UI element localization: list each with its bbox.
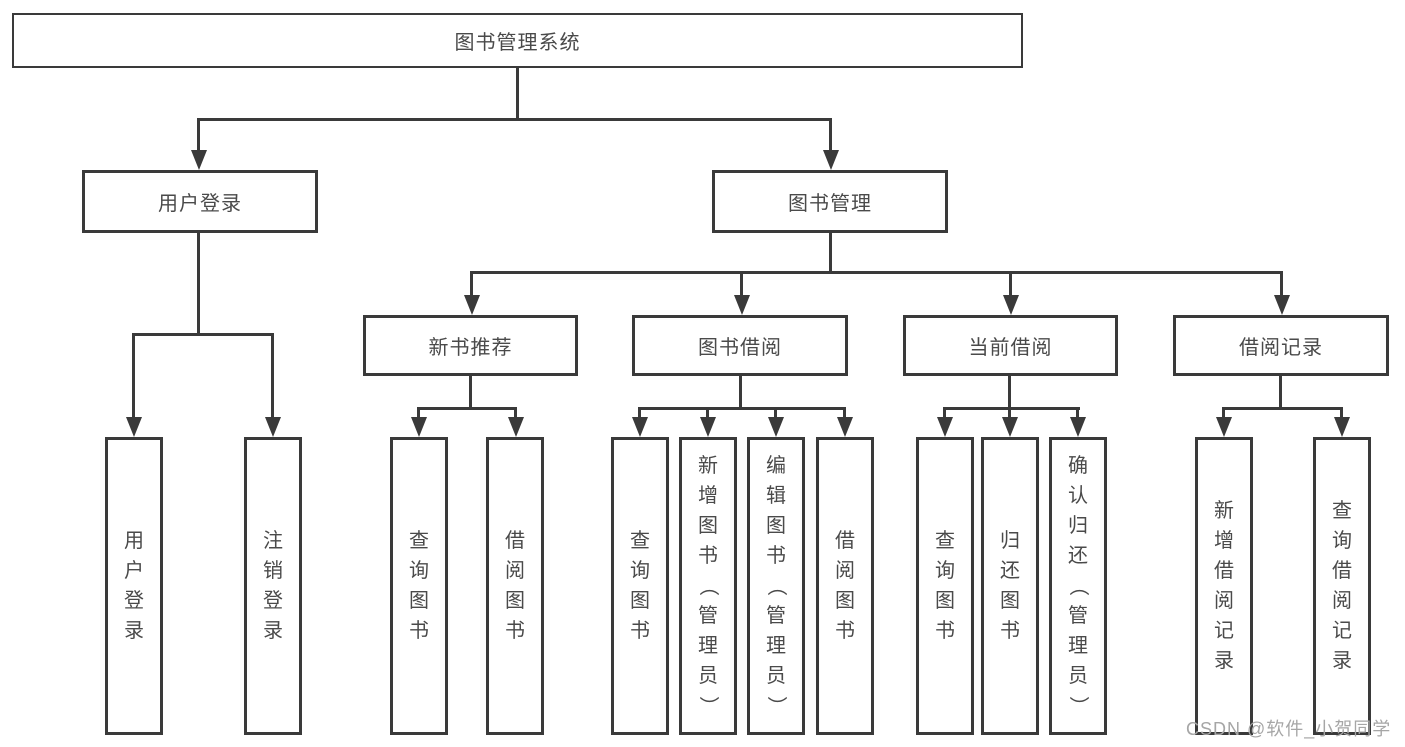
node-borrow-records-label: 借阅记录 (1239, 337, 1323, 359)
leaf-cur-query-book-label: 查询图书 (935, 530, 955, 642)
connector-bor-l2 (706, 407, 709, 418)
connector-rec-l2 (514, 407, 517, 418)
arrowhead-records (1274, 295, 1290, 315)
node-book-mgmt-group: 图书管理 (712, 170, 948, 233)
connector-bor-l3 (774, 407, 777, 418)
connector-book-mgmt-drop (829, 118, 832, 151)
connector-recommend-drop (470, 271, 473, 296)
arrowhead-cur-l1 (937, 417, 953, 437)
connector-cur-rail (943, 407, 1080, 410)
connector-rec-l1 (417, 407, 420, 418)
connector-ul-left-drop (132, 333, 135, 418)
csdn-watermark: CSDN @软件_小贺同学 (1186, 719, 1392, 739)
node-book-borrow-label: 图书借阅 (698, 337, 782, 359)
node-user-login-group-label: 用户登录 (158, 193, 242, 215)
connector-cur-l3 (1076, 407, 1079, 418)
arrowhead-cur-l3 (1070, 417, 1086, 437)
leaf-cur-confirm-return-admin: 确认归还（管理员） (1049, 437, 1107, 735)
arrowhead-ul-right (265, 417, 281, 437)
arrowhead-rcd-l2 (1334, 417, 1350, 437)
leaf-cur-return-book: 归还图书 (981, 437, 1039, 735)
connector-rcd-l2 (1340, 407, 1343, 418)
connector-records-drop (1280, 271, 1283, 296)
leaf-rec-query-book: 查询图书 (390, 437, 448, 735)
leaf-rec-borrow-book: 借阅图书 (486, 437, 544, 735)
connector-current-drop (1009, 271, 1012, 296)
connector-rcd-l1 (1222, 407, 1225, 418)
connector-level1-rail (197, 118, 832, 121)
leaf-rcd-query-record-label: 查询借阅记录 (1332, 500, 1352, 672)
connector-ul-rail (132, 333, 274, 336)
node-book-borrow: 图书借阅 (632, 315, 848, 376)
leaf-rcd-query-record: 查询借阅记录 (1313, 437, 1371, 735)
arrowhead-ul-left (126, 417, 142, 437)
node-root-label: 图书管理系统 (454, 32, 581, 54)
node-new-book-recommend-label: 新书推荐 (428, 337, 513, 359)
leaf-bor-borrow-book: 借阅图书 (816, 437, 874, 735)
leaf-rec-borrow-book-label: 借阅图书 (505, 530, 525, 642)
arrowhead-book-mgmt (823, 150, 839, 170)
arrowhead-user-login (191, 150, 207, 170)
connector-cur-stub (1008, 376, 1011, 410)
leaf-bor-query-book-label: 查询图书 (630, 530, 650, 642)
leaf-bor-borrow-book-label: 借阅图书 (835, 530, 855, 642)
connector-bor-rail (638, 407, 846, 410)
node-root: 图书管理系统 (12, 13, 1023, 68)
node-borrow-records: 借阅记录 (1173, 315, 1389, 376)
leaf-bor-edit-book-admin-label: 编辑图书（管理员） (765, 455, 787, 716)
leaf-rcd-add-record: 新增借阅记录 (1195, 437, 1253, 735)
arrowhead-borrowmod (734, 295, 750, 315)
connector-rcd-rail (1222, 407, 1343, 410)
leaf-cur-query-book: 查询图书 (916, 437, 974, 735)
connector-ul-right-drop (271, 333, 274, 418)
connector-bor-l1 (638, 407, 641, 418)
leaf-logout-label: 注销登录 (263, 530, 283, 642)
node-current-borrow-label: 当前借阅 (968, 337, 1053, 359)
node-book-mgmt-group-label: 图书管理 (788, 193, 872, 215)
connector-rec-rail (417, 407, 517, 410)
leaf-user-login-label: 用户登录 (124, 530, 144, 642)
arrowhead-bor-l3 (768, 417, 784, 437)
leaf-bor-add-book-admin-label: 新增图书（管理员） (697, 455, 719, 716)
connector-cur-l1 (943, 407, 946, 418)
connector-borrowmod-drop (740, 271, 743, 296)
leaf-bor-query-book: 查询图书 (611, 437, 669, 735)
arrowhead-current (1003, 295, 1019, 315)
connector-ul-stub (197, 233, 200, 336)
arrowhead-rcd-l1 (1216, 417, 1232, 437)
node-new-book-recommend: 新书推荐 (363, 315, 578, 376)
connector-user-login-drop (197, 118, 200, 151)
leaf-rcd-add-record-label: 新增借阅记录 (1214, 500, 1234, 672)
arrowhead-recommend (464, 295, 480, 315)
leaf-rec-query-book-label: 查询图书 (409, 530, 429, 642)
connector-bm-stub (829, 233, 832, 274)
arrowhead-bor-l4 (837, 417, 853, 437)
arrowhead-rec-l2 (508, 417, 524, 437)
arrowhead-cur-l2 (1002, 417, 1018, 437)
connector-rec-stub (469, 376, 472, 410)
arrowhead-rec-l1 (411, 417, 427, 437)
leaf-cur-return-book-label: 归还图书 (1000, 530, 1020, 642)
leaf-user-login: 用户登录 (105, 437, 163, 735)
leaf-bor-edit-book-admin: 编辑图书（管理员） (747, 437, 805, 735)
connector-bor-stub (739, 376, 742, 410)
node-current-borrow: 当前借阅 (903, 315, 1118, 376)
arrowhead-bor-l1 (632, 417, 648, 437)
arrowhead-bor-l2 (700, 417, 716, 437)
leaf-cur-confirm-return-admin-label: 确认归还（管理员） (1067, 455, 1089, 716)
leaf-logout: 注销登录 (244, 437, 302, 735)
connector-rcd-stub (1279, 376, 1282, 410)
connector-cur-l2 (1008, 407, 1011, 418)
connector-bor-l4 (843, 407, 846, 418)
connector-root-stub (516, 66, 519, 119)
connector-level3-rail (470, 271, 1283, 274)
node-user-login-group: 用户登录 (82, 170, 318, 233)
leaf-bor-add-book-admin: 新增图书（管理员） (679, 437, 737, 735)
